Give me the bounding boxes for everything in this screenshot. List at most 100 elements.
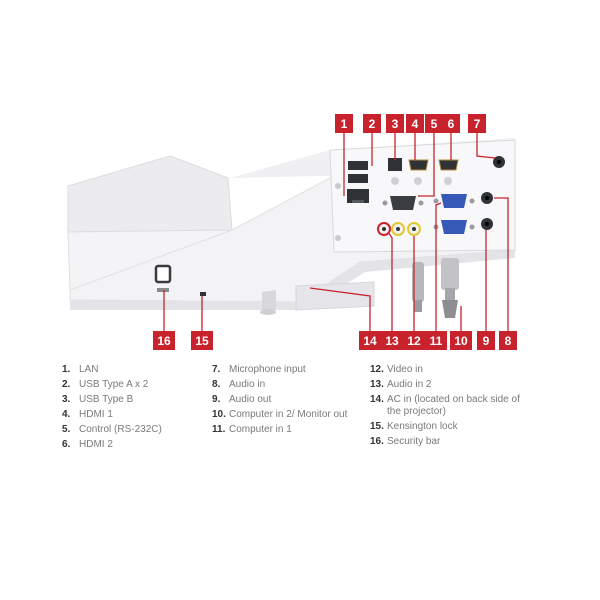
legend-number: 1. — [62, 364, 71, 375]
legend-text: HDMI 2 — [79, 439, 113, 450]
legend-text: Audio in 2 — [387, 379, 432, 390]
callout-11 — [425, 331, 447, 350]
legend-number: 11. — [212, 424, 226, 435]
legend-item: 11.Computer in 1 — [212, 424, 352, 436]
legend-text: Video in — [387, 364, 423, 375]
usb-b-port — [388, 158, 402, 171]
legend-text: Audio in — [229, 379, 266, 390]
legend-item: 4. HDMI 1 — [62, 409, 202, 421]
callout-4-label: 4 — [412, 117, 419, 131]
legend-number: 13. — [370, 379, 384, 390]
legend-number: 16. — [370, 436, 384, 447]
kensington-lock-slot — [200, 292, 206, 296]
legend-item: 16.Security bar — [370, 436, 520, 448]
legend-column-1: 1. LAN 2. USB Type A x 2 3. USB Type B 4. HD… — [62, 364, 202, 454]
legend-text: Computer in 1 — [229, 424, 292, 435]
legend-number: 6. — [62, 439, 71, 450]
legend-item: 6. HDMI 2 — [62, 439, 202, 451]
cable-plugs — [412, 258, 459, 318]
legend-text: Control (RS-232C) — [79, 424, 162, 435]
callout-1 — [335, 114, 353, 133]
legend-text: USB Type A x 2 — [79, 379, 149, 390]
callout-15 — [191, 331, 213, 350]
legend-item: 8. Audio in — [212, 379, 352, 391]
legend-number: 4. — [62, 409, 71, 420]
callout-14 — [359, 331, 381, 350]
legend-item: 2. USB Type A x 2 — [62, 379, 202, 391]
legend-text: AC in (located on back side of the proje… — [387, 394, 520, 417]
ports — [347, 156, 505, 236]
legend-text: LAN — [79, 364, 99, 375]
callout-7-label: 7 — [474, 117, 481, 131]
legend-item: 15.Kensington lock — [370, 421, 520, 433]
legend-text: Microphone input — [229, 364, 306, 375]
legend-number: 9. — [212, 394, 221, 405]
callout-1-label: 1 — [341, 117, 348, 131]
callout-8-label: 8 — [505, 334, 512, 348]
legend-text: Audio out — [229, 394, 272, 405]
legend-text: USB Type B — [79, 394, 134, 405]
legend-column-2: 7. Microphone input 8. Audio in 9. Audio ou… — [212, 364, 352, 439]
hdmi-2-port — [438, 159, 459, 171]
legend-item: 14.AC in (located on back side of the pr… — [370, 394, 520, 418]
callout-4 — [406, 114, 424, 133]
callout-6 — [442, 114, 460, 133]
legend-number: 7. — [212, 364, 221, 375]
callout-14-label: 14 — [363, 334, 377, 348]
callout-2-label: 2 — [369, 117, 376, 131]
legend-number: 2. — [62, 379, 71, 390]
legend-text: Kensington lock — [387, 421, 458, 432]
legend-item: 9. Audio out — [212, 394, 352, 406]
hdmi-1-port — [408, 159, 429, 171]
callout-9 — [477, 331, 495, 350]
legend-text: Security bar — [387, 436, 441, 447]
legend-text: Computer in 2/ Monitor out — [229, 409, 348, 420]
legend-number: 14. — [370, 394, 384, 405]
usb-a-port-1 — [348, 161, 368, 170]
callout-5-label: 5 — [431, 117, 438, 131]
legend-item: 3. USB Type B — [62, 394, 202, 406]
leader-lines — [163, 133, 509, 331]
callout-11-label: 11 — [430, 334, 443, 348]
callout-12 — [403, 331, 425, 350]
legend-number: 3. — [62, 394, 71, 405]
callout-2 — [363, 114, 381, 133]
usb-a-port-2 — [348, 174, 368, 183]
lan-port — [347, 189, 369, 203]
legend-column-3: 12.Video in 13.Audio in 2 14.AC in (loca… — [370, 364, 520, 451]
legend-item: 12.Video in — [370, 364, 520, 376]
callout-12-label: 12 — [407, 334, 421, 348]
callout-16-label: 16 — [157, 334, 171, 348]
computer-in-2-port — [441, 220, 467, 234]
legend-number: 10. — [212, 409, 226, 420]
legend-number: 12. — [370, 364, 384, 375]
callout-3-label: 3 — [392, 117, 399, 131]
legend-number: 8. — [212, 379, 221, 390]
callout-16 — [153, 331, 175, 350]
callout-13-label: 13 — [385, 334, 399, 348]
callout-boxes: 1 2 3 4 5 6 7 8 9 10 11 12 13 14 15 16 — [153, 114, 517, 350]
legend-number: 5. — [62, 424, 71, 435]
rs232c-port — [390, 196, 416, 210]
computer-in-1-port — [441, 194, 467, 208]
security-bar — [154, 264, 172, 284]
callout-15-label: 15 — [195, 334, 209, 348]
legend-item: 13.Audio in 2 — [370, 379, 520, 391]
callout-8 — [499, 331, 517, 350]
legend-text: HDMI 1 — [79, 409, 113, 420]
callout-9-label: 9 — [483, 334, 490, 348]
legend-item: 7. Microphone input — [212, 364, 352, 376]
security-features — [154, 264, 206, 296]
port-legend: 1. LAN 2. USB Type A x 2 3. USB Type B 4. HD… — [62, 364, 562, 464]
callout-6-label: 6 — [448, 117, 455, 131]
callout-3 — [386, 114, 404, 133]
callout-10-label: 10 — [454, 334, 468, 348]
callout-5 — [425, 114, 443, 133]
callout-7 — [468, 114, 486, 133]
legend-item: 1. LAN — [62, 364, 202, 376]
legend-item: 5. Control (RS-232C) — [62, 424, 202, 436]
callout-10 — [450, 331, 472, 350]
callout-13 — [381, 331, 403, 350]
legend-item: 10.Computer in 2/ Monitor out — [212, 409, 352, 421]
